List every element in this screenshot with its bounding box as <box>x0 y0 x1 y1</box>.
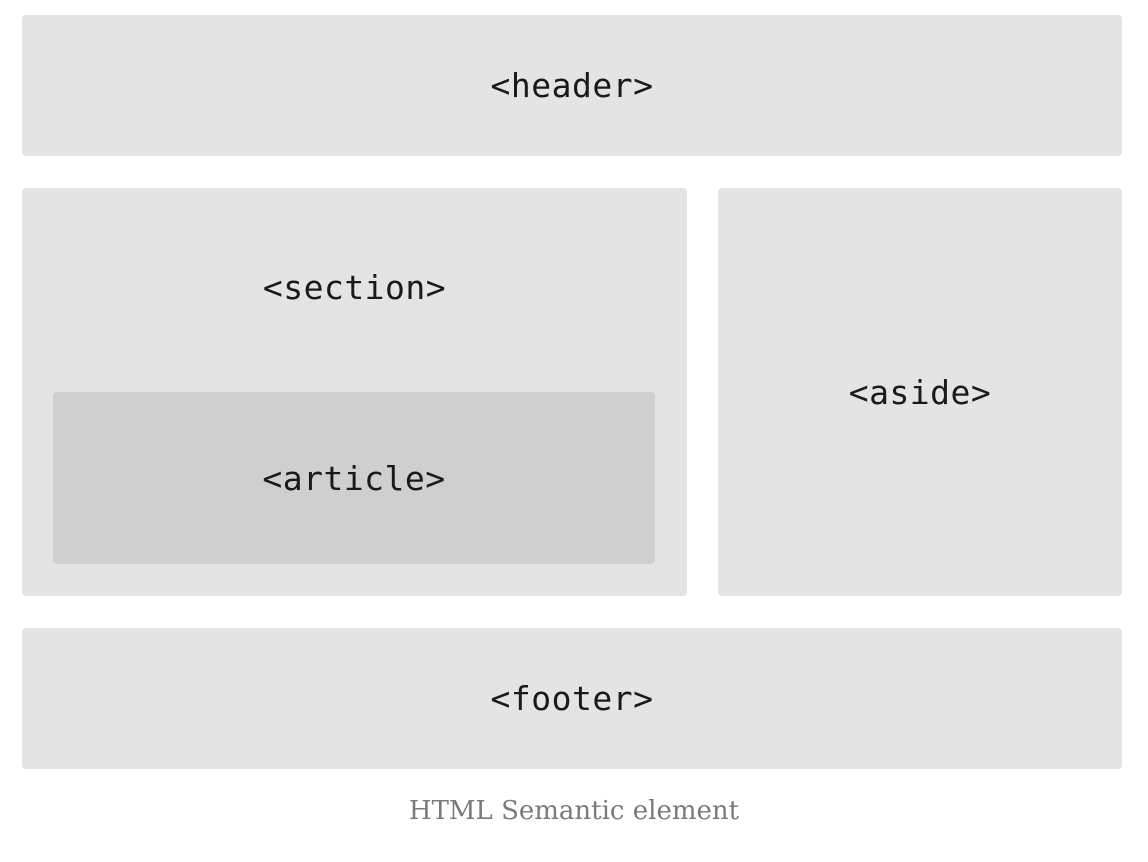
figure-caption: HTML Semantic element <box>408 796 740 826</box>
footer-label: <footer> <box>490 679 654 718</box>
section-label: <section> <box>262 268 447 307</box>
footer-block: <footer> <box>22 628 1122 769</box>
header-block: <header> <box>22 15 1122 156</box>
article-label: <article> <box>262 458 446 498</box>
aside-block: <aside> <box>718 188 1122 596</box>
article-block: <article> <box>53 392 655 564</box>
header-label: <header> <box>490 66 654 105</box>
section-block: <section> <article> <box>22 188 687 596</box>
aside-label: <aside> <box>848 372 992 412</box>
